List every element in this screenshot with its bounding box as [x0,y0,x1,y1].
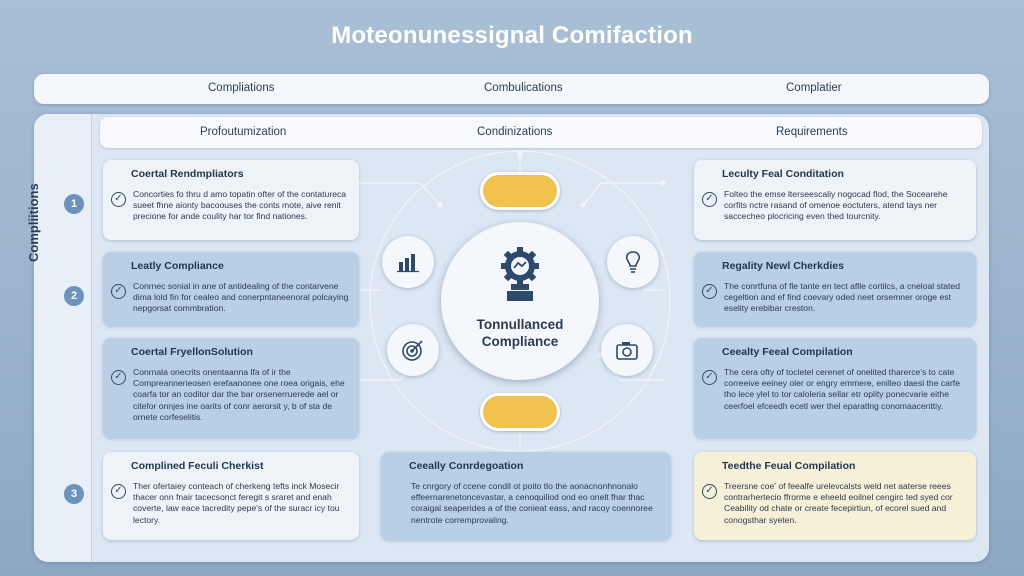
card-left-1-title: Coertal Rendmpliators [131,168,244,180]
top-bar-label-2: Combulications [484,82,563,94]
card-right-3-body: The cera ofty of tocletel cerenet of one… [724,367,960,411]
check-icon: ✓ [111,370,126,385]
card-left-2[interactable]: Leatly Compliance ✓ Conrnec sonial in an… [103,252,359,326]
card-right-3-title: Ceealty Feeal Compilation [722,346,853,358]
top-bar-label-1: Compliations [208,82,275,94]
check-icon: ✓ [702,484,717,499]
left-rail [34,114,92,562]
section-label-1: Profoutumization [200,126,287,138]
card-left-4-title: Complined Feculi Cherkist [131,460,264,472]
check-icon: ✓ [111,484,126,499]
section-label-2: Condinizations [477,126,553,138]
card-left-1-body: Concorties fo thru d amo topatin ofter o… [133,189,347,222]
card-center[interactable]: Ceeally Conrdegoation Te cnrgory of ccen… [381,452,671,540]
check-icon: ✓ [111,192,126,207]
top-header-bar: Compliations Combulications Complatier [34,74,989,104]
card-right-2[interactable]: Regality Newl Cherkdies ✓ The conrtfuna … [694,252,976,326]
camera-icon[interactable] [601,324,653,376]
bottom-accent-pill [480,393,560,431]
bar-chart-icon[interactable] [382,236,434,288]
top-bar-label-3: Complatier [786,82,842,94]
card-left-1[interactable]: Coertal Rendmpliators ✓ Concorties fo th… [103,160,359,240]
card-center-body: Te cnrgory of ccene condil ot poito tlo … [411,481,653,525]
step-number-1: 1 [64,194,84,214]
check-icon: ✓ [702,284,717,299]
card-left-2-title: Leatly Compliance [131,260,224,272]
card-left-2-body: Conrnec sonial in ane of antidealing of … [133,281,349,314]
center-hub[interactable]: Tonnullanced Compliance [441,222,599,380]
page-title: Moteonunessignal Comifaction [331,22,693,49]
card-right-3[interactable]: Ceealty Feeal Compilation ✓ The cera oft… [694,338,976,438]
card-right-4-body: Treersne coe' of feealfe urelevcalsts we… [724,481,953,525]
gear-trophy-icon [501,247,539,301]
top-accent-pill [480,172,560,210]
card-left-3-title: Coertal FryellonSolution [131,346,253,358]
center-label: Tonnullanced Compliance [476,317,564,349]
lightbulb-icon[interactable] [607,236,659,288]
check-icon: ✓ [111,284,126,299]
step-number-2: 2 [64,286,84,306]
check-icon: ✓ [702,370,717,385]
card-right-2-body: The conrtfuna of fle tante en tect aflle… [724,281,960,314]
card-left-4[interactable]: Complined Feculi Cherkist ✓ Ther ofertai… [103,452,359,540]
card-center-title: Ceeally Conrdegoation [409,460,524,472]
card-right-1-body: Folteo the emse lterseescaliy nogocad fl… [724,189,948,222]
card-right-1[interactable]: Leculty Feal Conditation ✓ Folteo the em… [694,160,976,240]
section-label-3: Requirements [776,126,848,138]
card-left-3[interactable]: Coertal FryellonSolution ✓ Conrnala onec… [103,338,359,438]
card-right-4[interactable]: Teedthe Feual Compilation ✓ Treersne coe… [694,452,976,540]
step-number-3: 3 [64,484,84,504]
check-icon: ✓ [702,192,717,207]
target-icon[interactable] [387,324,439,376]
card-left-3-body: Conrnala onecrits onentaanna lfa of ir t… [133,367,345,422]
card-left-4-body: Ther ofertaiey conteach of cherkeng teft… [133,481,340,525]
card-right-4-title: Teedthe Feual Compilation [722,460,856,472]
card-right-2-title: Regality Newl Cherkdies [722,260,844,272]
card-right-1-title: Leculty Feal Conditation [722,168,844,180]
section-header-bar: Profoutumization Condinizations Requirem… [100,117,982,148]
